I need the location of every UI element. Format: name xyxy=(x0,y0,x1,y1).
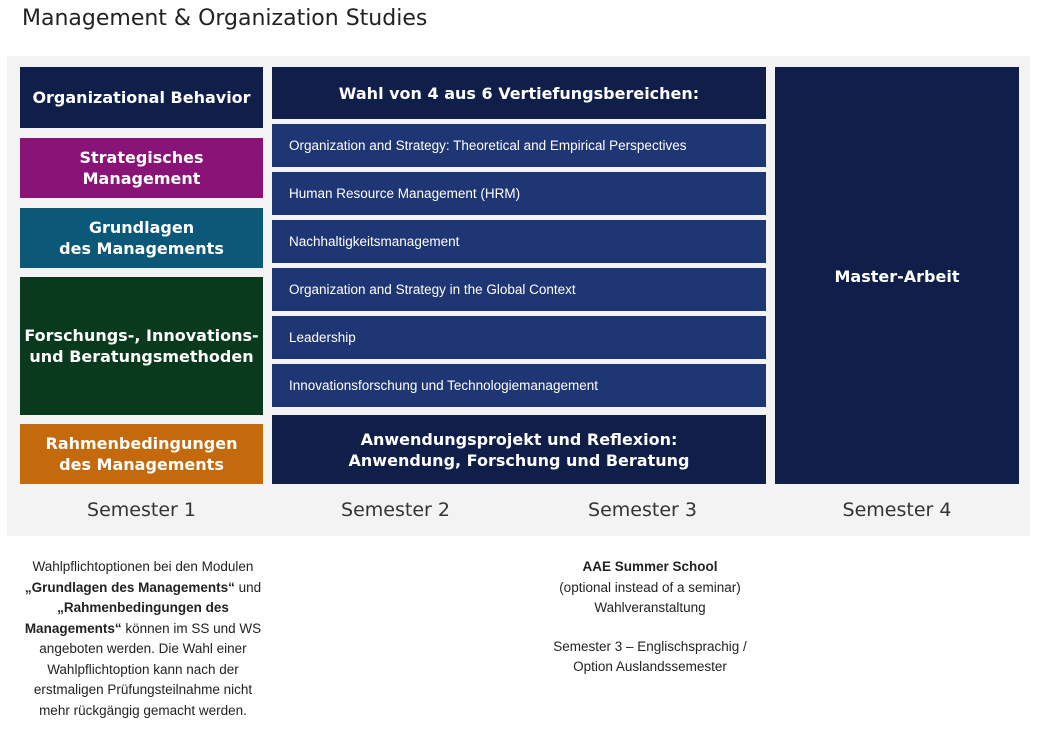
summer-school-title: AAE Summer School xyxy=(582,559,718,574)
elective-item: Human Resource Management (HRM) xyxy=(272,172,766,215)
module-label-line-2: und Beratungsmethoden xyxy=(29,347,254,366)
note-line: Wahlpflichtoptionen bei den Modulen xyxy=(32,559,254,574)
note-line: Wahlveranstaltung xyxy=(594,600,706,615)
module-label-line-2: des Managements xyxy=(59,239,224,258)
elective-label: Human Resource Management (HRM) xyxy=(289,186,521,201)
module-label: Strategisches Management xyxy=(79,148,204,188)
elective-item: Organization and Strategy: Theoretical a… xyxy=(272,124,766,167)
semester-label-1: Semester 1 xyxy=(87,499,196,521)
semester-label-2: Semester 2 xyxy=(341,499,450,521)
note-text: können im SS und WS xyxy=(121,620,262,636)
module-rahmenbedingungen-des-managements: Rahmenbedingungen des Managements xyxy=(20,424,263,484)
application-project: Anwendungsprojekt und Reflexion: Anwendu… xyxy=(272,415,766,484)
elective-label: Organization and Strategy: Theoretical a… xyxy=(289,138,687,153)
note-bold-text: Managements“ xyxy=(24,620,122,636)
elective-header: Wahl von 4 aus 6 Vertiefungsbereichen: xyxy=(272,67,766,119)
elective-item: Leadership xyxy=(272,316,766,359)
module-grundlagen-des-managements: Grundlagen des Managements xyxy=(20,208,263,268)
elective-label: Organization and Strategy in the Global … xyxy=(289,282,576,297)
note-spacer xyxy=(500,619,800,637)
note-bold-text: „Grundlagen des Managements“ xyxy=(24,579,235,595)
note-line: Option Auslandssemester xyxy=(573,659,727,674)
note-bold-text: „Rahmenbedingungen des xyxy=(57,600,229,615)
module-forschungs-innovations-beratungsmethoden: Forschungs-, Innovations- und Beratungsm… xyxy=(20,277,263,415)
project-label-line-1: Anwendungsprojekt und Reflexion: xyxy=(360,429,678,449)
note-text: und xyxy=(234,579,262,595)
module-organizational-behavior: Organizational Behavior xyxy=(20,67,263,128)
note-line: erstmaligen Prüfungsteilnahme nicht xyxy=(33,682,253,697)
elective-label: Leadership xyxy=(289,330,356,345)
summer-school-note: AAE Summer School (optional instead of a… xyxy=(500,557,800,678)
note-line: Wahlpflichtoption kann nach der xyxy=(47,661,239,677)
semester-label-3: Semester 3 xyxy=(588,499,697,521)
elective-label: Innovationsforschung und Technologiemana… xyxy=(289,378,598,393)
project-label-line-2: Anwendung, Forschung und Beratung xyxy=(348,450,690,470)
module-strategisches-management: Strategisches Management xyxy=(20,138,263,198)
module-label: Organizational Behavior xyxy=(32,88,251,107)
note-line: Semester 3 – Englischsprachig / xyxy=(553,638,747,654)
elective-options-note: Wahlpflichtoptionen bei den Modulen „Gru… xyxy=(0,557,286,721)
note-line: angeboten werden. Die Wahl einer xyxy=(39,641,247,656)
master-thesis: Master-Arbeit xyxy=(775,67,1019,484)
semester-label-4: Semester 4 xyxy=(842,499,952,521)
module-label-line-1: Grundlagen xyxy=(88,218,195,237)
elective-item: Nachhaltigkeitsmanagement xyxy=(272,220,766,263)
module-label-line-1: Forschungs-, Innovations- xyxy=(24,326,259,345)
module-label-line-1: Rahmenbedingungen xyxy=(45,434,238,453)
elective-item: Organization and Strategy in the Global … xyxy=(272,268,766,311)
module-label-line-2: des Managements xyxy=(59,455,224,474)
page-title: Management & Organization Studies xyxy=(22,6,428,31)
note-line: mehr rückgängig gemacht werden. xyxy=(39,702,247,718)
elective-item: Innovationsforschung und Technologiemana… xyxy=(272,364,766,407)
master-thesis-label: Master-Arbeit xyxy=(834,267,960,286)
elective-header-label: Wahl von 4 aus 6 Vertiefungsbereichen: xyxy=(338,83,700,103)
elective-label: Nachhaltigkeitsmanagement xyxy=(289,234,460,249)
note-line: (optional instead of a seminar) xyxy=(559,579,741,595)
